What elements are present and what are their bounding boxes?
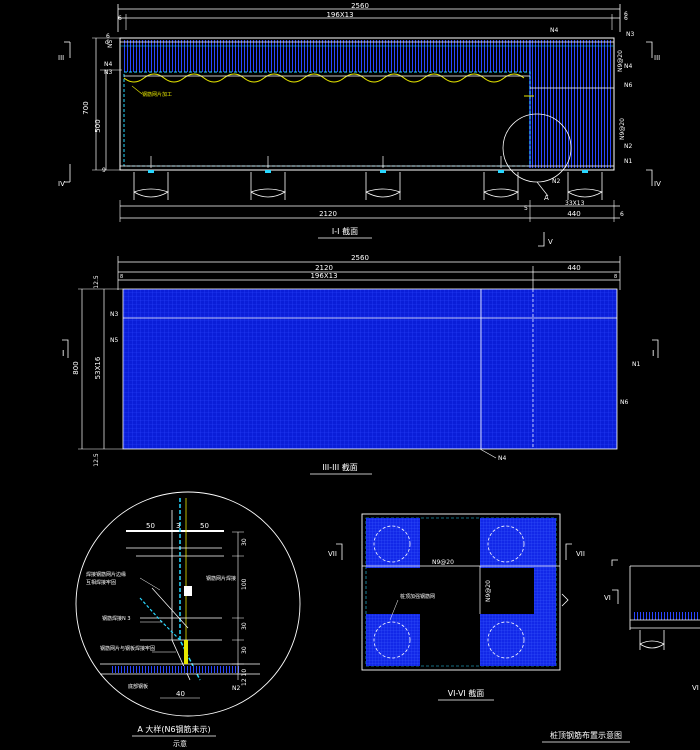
s1-dim-left-edge: 6 [118, 15, 122, 22]
cut-vi-b: VI [692, 684, 699, 692]
s1-dim-440: 440 [567, 210, 580, 218]
da-note-6: 底部钢板 [128, 683, 148, 690]
s3-label-n6: N6 [620, 399, 628, 406]
section-6-drawing: N9@20 N9@20 桩顶加强钢筋网 VII VII VI-VI 截面 [328, 513, 585, 701]
da-subtitle: 示意 [173, 739, 187, 748]
cut-iv-right: IV [654, 180, 661, 188]
s1-dim-5: 5 [524, 205, 528, 212]
s3-label-n4: N4 [498, 455, 506, 462]
s3-label-n5: N5 [110, 337, 118, 344]
s3-dim-spacing: 196X13 [310, 272, 337, 280]
s1-note: 钢筋网片加工 [142, 91, 172, 98]
da-label-n2: N2 [232, 685, 240, 692]
da-note-4: 钢筋焊接N 3 [102, 615, 131, 622]
da-note-1: 焊接钢筋网片边缘 [86, 571, 126, 578]
s3-label-n3: N3 [110, 311, 118, 318]
s3-label-8-right: 8 [614, 274, 617, 280]
da-note-5: 钢筋网片与钢板焊接牢固 [100, 645, 155, 652]
da-dim-50-right: 50 [200, 522, 209, 530]
s3-title: III-III 截面 [322, 462, 358, 472]
da-dim-3: 3 [176, 522, 180, 530]
s3-label-n1: N1 [632, 361, 640, 368]
s1-label-9: 9 [102, 167, 106, 174]
s6-label-n9-20: N9@20 [432, 559, 454, 566]
s6-note: 桩顶加强钢筋网 [400, 593, 435, 600]
da-note-3: 钢筋网片焊接 [206, 575, 236, 582]
da-dim-100: 100 [241, 578, 248, 590]
s1-label-6-top: 6 [106, 33, 110, 40]
s1-dim-33x13: 33X13 [565, 200, 585, 207]
cut-i-right: I [652, 349, 654, 358]
s1-label-n1: N1 [624, 158, 632, 165]
s1-label-d: d [105, 39, 109, 46]
s3-label-8-left: 8 [120, 274, 123, 280]
s3-dim-12-5-top: 12.5 [93, 275, 100, 289]
s1-dim-500: 500 [94, 119, 102, 132]
s3-dim-53x16: 53X16 [94, 356, 102, 379]
da-dim-30-a: 30 [241, 538, 248, 546]
cut-i-left: I [62, 349, 64, 358]
s1-label-n4-left: N4 [104, 61, 112, 68]
s1-label-n3-left: N3 [104, 69, 112, 76]
s3-dim-800: 800 [72, 361, 80, 374]
cut-iii-right: III [654, 54, 660, 62]
da-dim-12-10: 12 10 [241, 669, 248, 686]
s1-label-n2: N2 [624, 143, 632, 150]
s3-dim-total: 2560 [351, 254, 369, 262]
s1-label-6-right: 6 [624, 11, 628, 18]
da-title: A 大样(N6钢筋未示) [137, 724, 210, 734]
da-dim-30-b: 30 [241, 622, 248, 630]
s6-label-n9-20-v: N9@20 [485, 580, 492, 602]
s1-dim-2120: 2120 [319, 210, 337, 218]
da-dim-40: 40 [176, 690, 185, 698]
cut-vi: VI [604, 594, 611, 602]
s1-label-n4-top: N4 [550, 27, 558, 34]
s3-dim-12-5-bottom: 12.5 [93, 453, 100, 467]
s1-label-n4-right: N4 [624, 63, 632, 70]
cut-vii-left: VII [328, 550, 337, 558]
s1-label-n5: N5 [107, 40, 114, 48]
bottom-note: 桩顶钢筋布置示意图 [550, 730, 622, 740]
s3-dim-440: 440 [567, 264, 580, 272]
callout-a: A [544, 194, 549, 202]
s1-dim-spacing: 196X13 [326, 11, 353, 19]
s1-dim-6: 6 [620, 211, 624, 218]
s1-dim-right-edge: 6 [624, 15, 628, 22]
detail-a-drawing: 50 3 50 30 100 30 30 12 10 40 N2 焊接钢筋网片边… [75, 491, 301, 748]
da-dim-50-left: 50 [146, 522, 155, 530]
s1-label-n3-top: N3 [626, 31, 634, 38]
s1-label-n9-20-right: N9@20 [617, 50, 624, 72]
s6-title: VI-VI 截面 [448, 688, 485, 698]
section-7-drawing: VI VI [604, 559, 700, 692]
s3-dim-2120: 2120 [315, 264, 333, 272]
section-3-drawing: 2560 2120 440 196X13 8 8 12.5 800 53X16 … [62, 254, 659, 475]
s1-title: I-I 截面 [332, 226, 358, 236]
cut-iii-left: III [58, 54, 64, 62]
cut-vii-right: VII [576, 550, 585, 558]
section-1-drawing: 2560 196X13 6 6 700 500 9 [58, 2, 661, 247]
cut-v: V [548, 238, 553, 246]
da-dim-30-c: 30 [241, 646, 248, 654]
da-note-2: 互相焊接牢固 [86, 579, 116, 586]
s1-label-n2-bottom: N2 [552, 178, 560, 185]
s1-dim-total: 2560 [351, 2, 369, 10]
s1-label-n6: N6 [624, 82, 632, 89]
cut-iv-left: IV [58, 180, 65, 188]
s1-dim-700: 700 [82, 101, 90, 114]
s1-label-n9-20-mid: N9@20 [619, 118, 626, 140]
